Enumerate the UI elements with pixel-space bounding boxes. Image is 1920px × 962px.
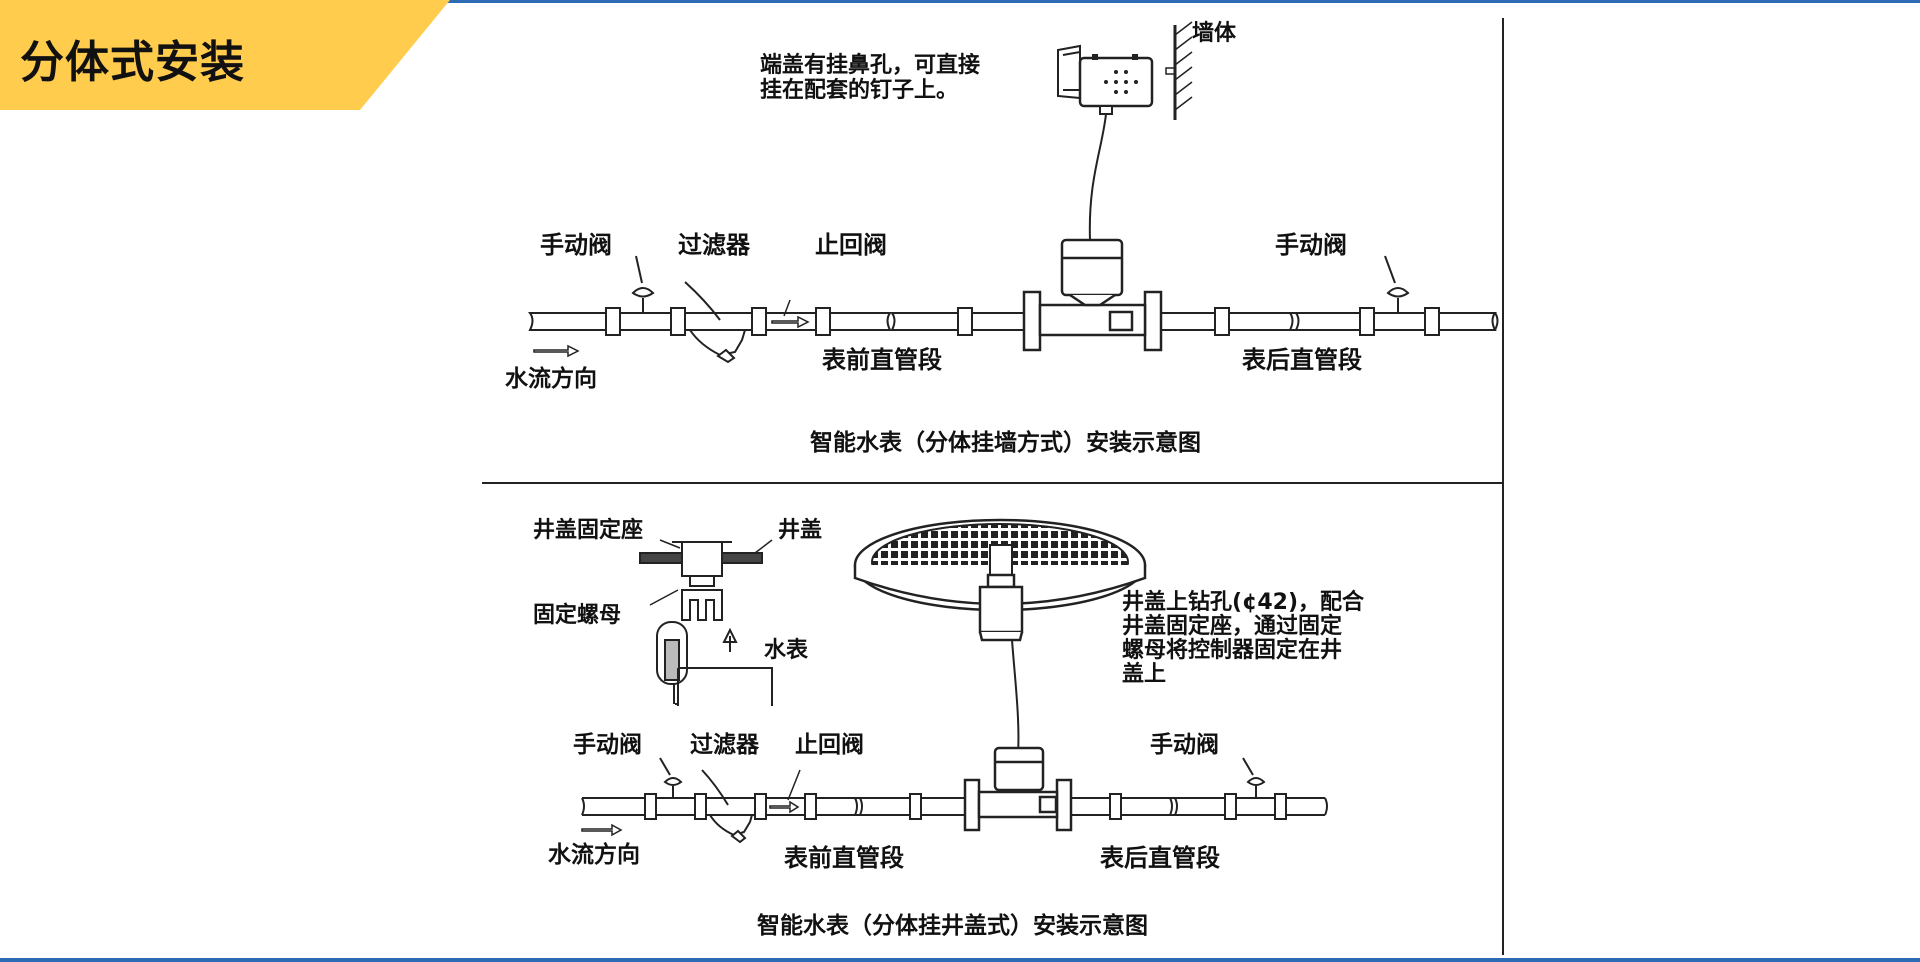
top-filter	[684, 281, 747, 364]
bottom-pipe-joints	[644, 793, 1287, 820]
cover-note-line4: 盖上	[1122, 661, 1166, 687]
controller-cable	[1088, 113, 1107, 241]
cover-controller	[978, 573, 1024, 642]
top-valve-right	[1384, 255, 1410, 313]
cover-note-line2: 井盖固定座，通过固定	[1122, 613, 1342, 639]
bottom-valve-left-label: 手动阀	[573, 732, 642, 758]
up-arrow-icon	[722, 627, 738, 652]
top-check-valve	[771, 299, 810, 329]
wall-label: 墙体	[1192, 21, 1237, 46]
top-pipe	[528, 307, 1499, 336]
top-valve-left-label: 手动阀	[540, 231, 612, 259]
bottom-straight-after-label: 表后直管段	[1100, 844, 1220, 872]
cover-label: 井盖	[778, 517, 822, 543]
cover-note-line1: 井盖上钻孔(¢42)，配合	[1122, 589, 1365, 615]
top-diagram: 墙体 端盖有挂鼻孔，可直接 挂在配套的钉子上。	[505, 21, 1499, 456]
cover-note-line3: 螺母将控制器固定在井	[1122, 637, 1342, 663]
bottom-flow-arrow-icon	[581, 823, 623, 837]
bottom-valve-right	[1242, 757, 1266, 798]
page-title: 分体式安装	[20, 37, 245, 88]
meter-sketch-outline	[677, 667, 773, 706]
bottom-check-valve-label: 止回阀	[795, 732, 864, 758]
bottom-meter	[963, 746, 1073, 832]
bottom-check-valve	[769, 769, 801, 814]
bottom-valve-right-label: 手动阀	[1150, 732, 1219, 758]
top-straight-before-label: 表前直管段	[822, 346, 942, 374]
bottom-filter-label: 过滤器	[690, 732, 760, 758]
meter-sketch	[656, 621, 688, 705]
bottom-valve-left	[659, 757, 683, 798]
top-valve-right-label: 手动阀	[1275, 231, 1347, 259]
top-meter	[1022, 238, 1163, 352]
top-filter-label: 过滤器	[678, 231, 751, 259]
cover-controller-cable	[1011, 639, 1020, 756]
top-flow-direction-label: 水流方向	[505, 365, 597, 392]
bottom-border-line	[0, 958, 1920, 962]
bottom-straight-before-label: 表前直管段	[784, 844, 904, 872]
wall-note-line2: 挂在配套的钉子上。	[760, 77, 958, 103]
wall	[1165, 21, 1193, 120]
bottom-filter	[701, 769, 754, 844]
bottom-diagram: 井盖固定座 井盖 固定螺母 水表 井盖上钻孔(¢42)，配合 井盖固定座，通过固…	[533, 517, 1365, 939]
wall-note-line1: 端盖有挂鼻孔，可直接	[760, 52, 980, 78]
top-check-valve-label: 止回阀	[815, 231, 887, 259]
seat-label: 井盖固定座	[533, 517, 643, 543]
top-flow-arrow-icon	[533, 344, 580, 358]
manhole-cover	[853, 518, 1147, 612]
wall-controller	[1057, 44, 1154, 115]
bottom-pipe	[581, 797, 1328, 816]
top-border-line	[0, 0, 1920, 3]
top-diagram-caption: 智能水表（分体挂墙方式）安装示意图	[810, 429, 1201, 456]
bottom-flow-direction-label: 水流方向	[548, 841, 640, 868]
top-straight-after-label: 表后直管段	[1242, 346, 1362, 374]
wall-nail	[1165, 67, 1176, 75]
title-banner	[0, 0, 450, 110]
bottom-diagram-caption: 智能水表（分体挂井盖式）安装示意图	[757, 912, 1148, 939]
top-valve-left	[631, 255, 655, 313]
nut-label: 固定螺母	[533, 602, 621, 628]
meter-label: 水表	[764, 638, 809, 663]
cover-seat-detail	[639, 541, 763, 621]
